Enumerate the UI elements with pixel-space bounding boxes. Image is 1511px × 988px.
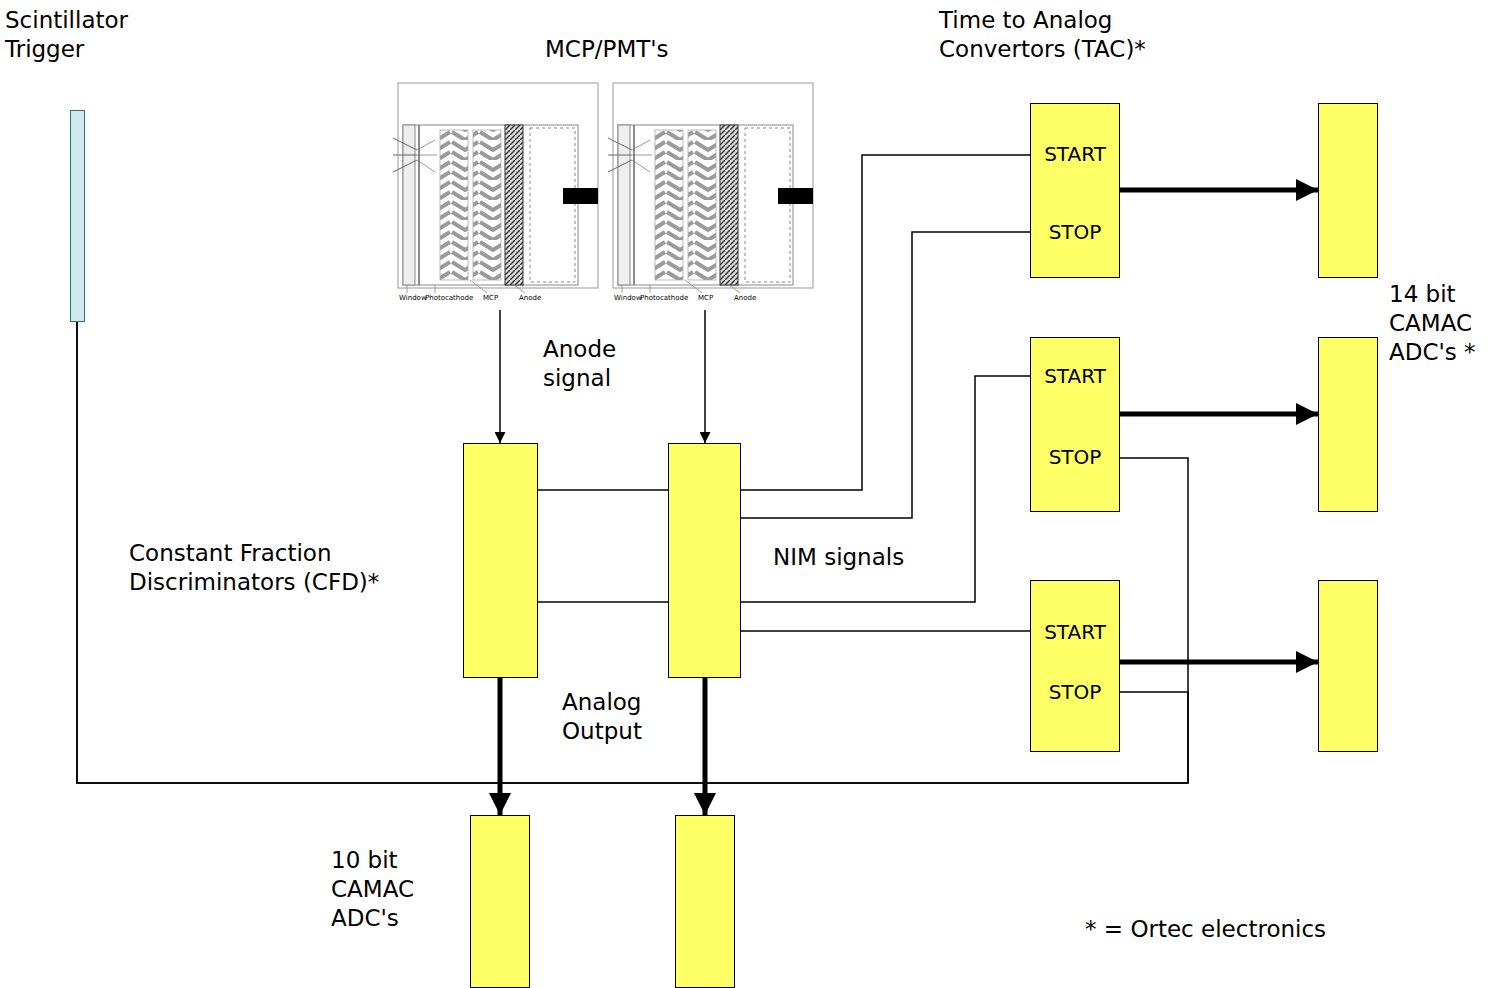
signal-wire — [77, 322, 1188, 783]
port-label: STOP — [1049, 220, 1102, 245]
part-label: Photocathode — [640, 294, 688, 303]
adc-module — [1318, 103, 1378, 278]
footnote: * = Ortec electronics — [1085, 915, 1415, 944]
port-label: STOP — [1049, 445, 1102, 470]
scintillator-bar: Scintillator Trigger — [70, 110, 85, 322]
port-label: START — [1044, 620, 1106, 645]
data-bus-arrow — [1120, 412, 1318, 417]
part-label: Anode — [519, 294, 541, 303]
adc-module: 10 bit CAMAC ADC's — [470, 815, 530, 988]
part-label: MCP — [698, 294, 713, 303]
signal-wire — [77, 322, 1188, 783]
data-bus-arrow — [703, 678, 708, 815]
part-label: Anode — [734, 294, 756, 303]
module-heading: 14 bit CAMAC ADC's * — [1389, 280, 1505, 366]
module-heading: Scintillator Trigger — [5, 6, 195, 64]
group-heading: MCP/PMT's — [545, 35, 765, 64]
mcp-pmt: WindowPhotocathode MCP Anode — [395, 80, 605, 310]
port-label: START — [1044, 364, 1106, 389]
part-label: Window — [399, 294, 427, 303]
module-heading: 10 bit CAMAC ADC's — [331, 846, 451, 932]
part-label: MCP — [483, 294, 498, 303]
cfd-module: Constant Fraction Discriminators (CFD)* — [463, 443, 538, 678]
tac-module: START STOP — [1030, 580, 1120, 752]
module-heading: Constant Fraction Discriminators (CFD)* — [129, 539, 459, 597]
signal-name: Analog Output — [562, 688, 666, 746]
tac-module: START STOP — [1030, 337, 1120, 512]
part-label: Window — [614, 294, 642, 303]
mcp-pmt-illustration — [393, 83, 598, 293]
signal-wire — [741, 630, 1030, 632]
signal-wire — [704, 310, 706, 443]
tac-module: Time to Analog Convertors (TAC)*STARTSTO… — [1030, 103, 1120, 278]
part-label: Photocathode — [425, 294, 473, 303]
adc-module — [1318, 580, 1378, 752]
data-bus-arrow — [1120, 660, 1318, 665]
cfd-module — [668, 443, 741, 678]
mcp-pmt-illustration — [608, 83, 813, 293]
adc-module — [675, 815, 735, 988]
signal-name: Anode signal — [543, 335, 653, 393]
signal-wire — [499, 310, 501, 443]
data-bus-arrow — [1120, 188, 1318, 193]
signal-name: NIM signals — [773, 543, 963, 572]
signal-wire — [741, 155, 1030, 490]
port-label: START — [1044, 142, 1106, 167]
signal-wire — [741, 232, 1030, 518]
data-bus-arrow — [498, 678, 503, 815]
signal-wire — [538, 489, 668, 491]
signal-wire — [538, 601, 668, 603]
port-label: STOP — [1049, 680, 1102, 705]
module-heading: Time to Analog Convertors (TAC)* — [939, 6, 1239, 64]
mcp-pmt: WindowPhotocathode MCP Anode — [610, 80, 820, 310]
signal-wire — [741, 376, 1030, 602]
adc-module: 14 bit CAMAC ADC's * — [1318, 337, 1378, 512]
